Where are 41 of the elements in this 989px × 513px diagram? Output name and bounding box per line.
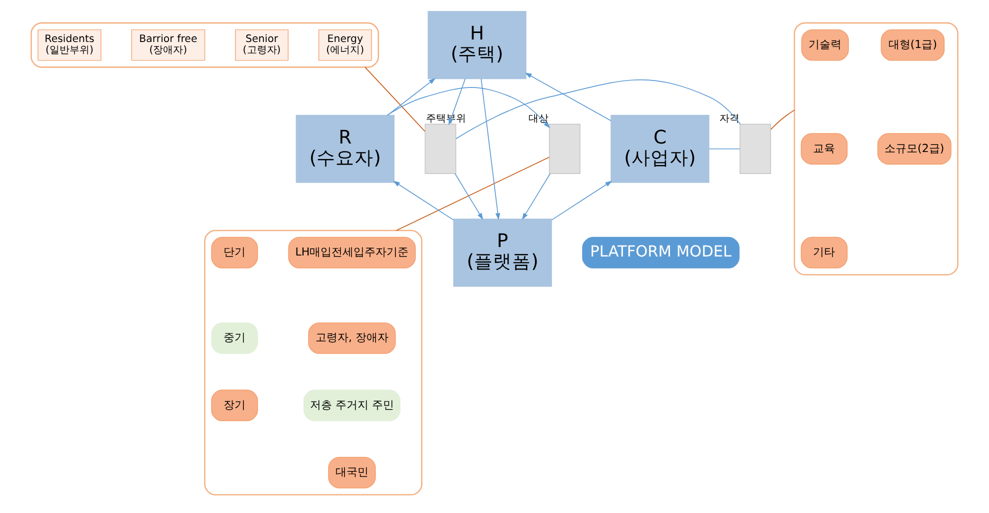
node-box: H (주택) [428, 11, 526, 80]
arrow [480, 78, 500, 220]
node-box: 기술력 [801, 29, 849, 61]
node-box: 소규모(2급) [877, 133, 952, 165]
node-box [548, 124, 580, 174]
node-box: Senior (고령자) [234, 29, 289, 61]
arrow [551, 180, 612, 220]
node-box: 교육 [800, 133, 848, 165]
node-box: Energy (에너지) [318, 29, 372, 61]
node-box: 고령자, 장애자 [308, 322, 396, 354]
node-box: P (플랫폼) [453, 218, 552, 287]
connector [396, 156, 550, 231]
node-box: C (사업자) [610, 114, 710, 183]
node-box: PLATFORM MODEL [582, 236, 740, 268]
node-box: Residents (일반부위) [38, 29, 102, 61]
node-box [740, 124, 772, 174]
arrow [393, 180, 454, 220]
cluster [30, 22, 379, 68]
cluster [794, 22, 958, 276]
arrow [386, 87, 550, 128]
node-box: 단기 [211, 236, 258, 268]
node-box: R (수요자) [296, 114, 395, 183]
node-box: 장기 [211, 390, 258, 422]
node-box: 대형(1급) [880, 29, 945, 61]
arrow [522, 173, 551, 220]
connector [455, 79, 741, 140]
arrow [387, 78, 436, 116]
node-box: 대국민 [328, 456, 376, 488]
node-box: Barrior free (장애자) [131, 29, 206, 61]
connector [770, 110, 795, 130]
arrow [524, 72, 612, 121]
connector [708, 148, 740, 150]
node-box: 저층 주거지 주민 [303, 390, 400, 422]
node-box: 기타 [800, 236, 848, 268]
arrow [454, 173, 484, 220]
connector [364, 66, 426, 132]
node-box: LH매입전세입주자기준 [288, 236, 416, 268]
cluster [204, 230, 422, 496]
arrow [448, 78, 466, 126]
node-box: 중기 [211, 322, 258, 354]
node-box [424, 124, 456, 174]
